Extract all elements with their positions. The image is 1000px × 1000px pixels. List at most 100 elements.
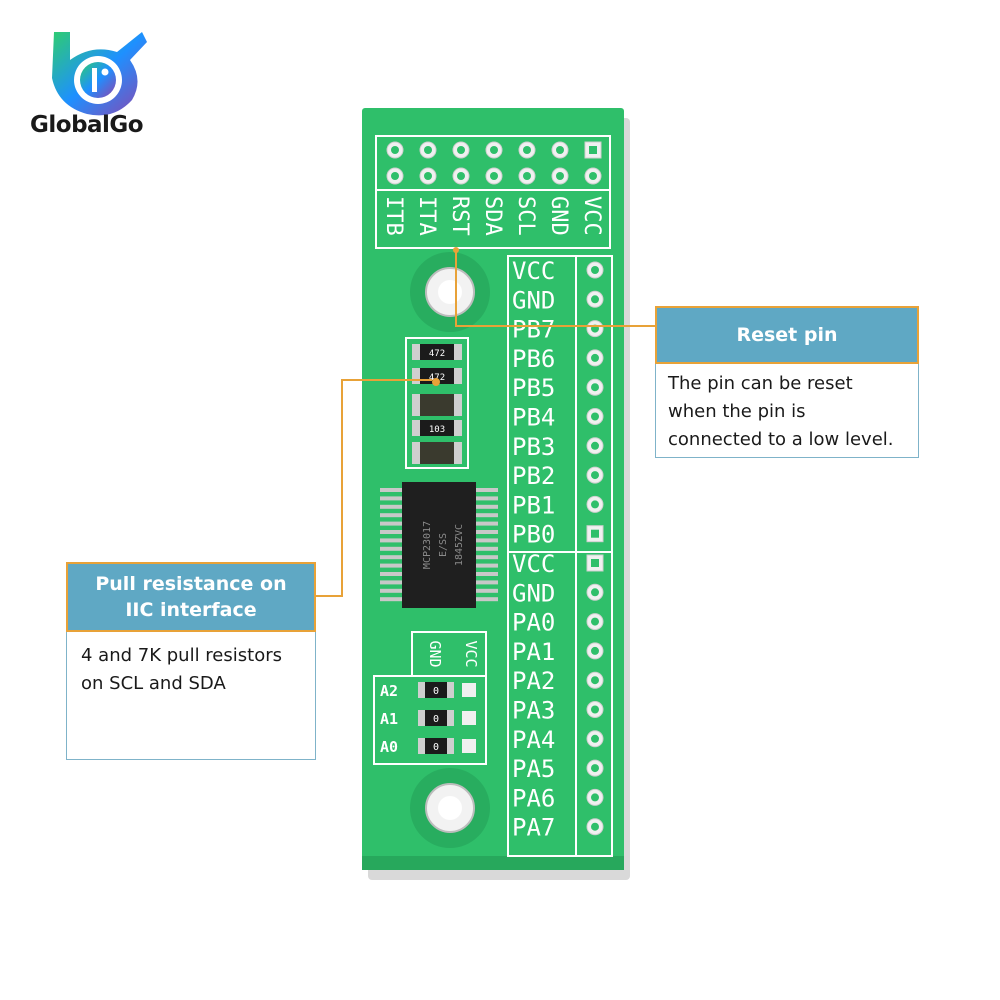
pin-label: PB2 — [512, 462, 555, 490]
chip-pin — [474, 504, 498, 509]
pad-hole — [591, 471, 599, 480]
chip-pin — [380, 488, 404, 492]
pad-hole — [591, 705, 599, 714]
pin-label: PB6 — [512, 345, 555, 373]
chip-pin — [380, 538, 404, 543]
header-pin-label: SCL — [513, 196, 538, 236]
pull-body-line: on SCL and SDA — [81, 673, 226, 694]
pull-title-line: Pull resistance on — [95, 573, 287, 595]
address-label: A0 — [380, 738, 398, 756]
pad-hole — [490, 172, 498, 180]
pad-hole — [523, 146, 531, 154]
pullup-resistors: 472 472 103 — [405, 337, 469, 469]
pin-label: GND — [512, 579, 555, 607]
pin-label: PA5 — [512, 755, 555, 783]
chip-pin — [380, 555, 404, 560]
reset-body-line: The pin can be reset — [668, 373, 853, 394]
pin-label: PB7 — [512, 316, 555, 344]
pad-hole — [424, 146, 432, 154]
pad-hole — [591, 822, 599, 831]
pad-hole — [589, 172, 597, 180]
pin-label: VCC — [512, 257, 555, 285]
header-pin-label: RST — [447, 196, 472, 236]
chip-pin — [474, 597, 498, 602]
resistor-code: 103 — [429, 425, 445, 435]
chip-pin — [474, 496, 498, 501]
globalgo-logo — [52, 32, 147, 116]
chip-pin — [380, 530, 404, 534]
chip-pin — [380, 597, 404, 602]
brand-name: GlobalGo — [30, 112, 144, 138]
jumper-value: 0 — [433, 742, 439, 753]
chip-pin — [474, 546, 498, 551]
pin-label: PB1 — [512, 491, 555, 519]
pin-label: PB0 — [512, 521, 555, 549]
pad-hole — [591, 646, 599, 655]
chip-pin — [380, 580, 404, 585]
jumper-pad — [462, 711, 476, 725]
chip-pin — [380, 521, 404, 526]
reset-leader-line — [455, 248, 655, 327]
pin-label: PB3 — [512, 433, 555, 461]
pad-hole — [523, 172, 531, 180]
pad-hole — [556, 172, 564, 180]
pin-label: PA6 — [512, 784, 555, 812]
pad-hole — [589, 146, 597, 154]
pad-hole — [457, 172, 465, 180]
resistor-r1 — [412, 344, 462, 360]
pin-label: PA2 — [512, 667, 555, 695]
pad-hole — [591, 353, 599, 362]
address-header-label: VCC — [462, 640, 480, 667]
reset-callout-title: Reset pin — [655, 306, 919, 364]
chip-marking: E/SS — [438, 533, 449, 557]
pad-hole — [490, 146, 498, 154]
pad-hole — [591, 676, 599, 685]
pull-body-line: 4 and 7K pull resistors — [81, 645, 282, 666]
chip-marking: 1845ZVC — [454, 524, 465, 566]
pin-label: PA4 — [512, 726, 555, 754]
chip-pin — [380, 588, 404, 593]
capacitor-c1 — [412, 394, 462, 416]
pad-hole — [457, 146, 465, 154]
pin-label: PA3 — [512, 697, 555, 725]
pad-hole — [391, 146, 399, 154]
pin-label: PB5 — [512, 374, 555, 402]
pad-hole — [591, 412, 599, 421]
chip-marking: MCP23017 — [422, 521, 433, 569]
pin-label: PB4 — [512, 404, 555, 432]
address-label: A1 — [380, 710, 398, 728]
chip-pin — [380, 563, 404, 568]
pin-label: VCC — [512, 550, 555, 578]
chip-pin — [380, 572, 404, 576]
pin-label: PA7 — [512, 814, 555, 842]
pin-label: GND — [512, 286, 555, 314]
pad-hole — [591, 764, 599, 773]
pad-hole — [591, 734, 599, 743]
header-pin-label: GND — [546, 196, 571, 236]
pull-callout-body: 4 and 7K pull resistors on SCL and SDA — [66, 632, 316, 760]
jumper-value: 0 — [433, 714, 439, 725]
chip-pin — [474, 555, 498, 560]
chip-pin — [474, 488, 498, 492]
chip-pin — [380, 496, 404, 501]
chip-pin — [474, 530, 498, 534]
resistor-r3 — [412, 420, 462, 436]
chip-pin — [474, 538, 498, 543]
jumper-pad — [462, 739, 476, 753]
resistor-code: 472 — [429, 373, 445, 383]
header-pin-label: VCC — [579, 196, 604, 236]
chip-pin — [474, 580, 498, 585]
mcp23017-chip: MCP23017 E/SS 1845ZVC — [380, 482, 498, 608]
chip-pin — [380, 513, 404, 518]
pad-hole — [591, 383, 599, 392]
jumper-resistor — [418, 682, 454, 698]
pad-hole — [591, 617, 599, 626]
reset-body-line: connected to a low level. — [668, 429, 894, 450]
chip-pin — [474, 563, 498, 568]
chip-pin — [380, 546, 404, 551]
chip-pin — [474, 513, 498, 518]
pad-hole — [591, 793, 599, 802]
address-jumpers: GND VCC A2 A1 A0 000 — [373, 631, 487, 765]
pad-hole — [591, 295, 599, 304]
address-label: A2 — [380, 682, 398, 700]
